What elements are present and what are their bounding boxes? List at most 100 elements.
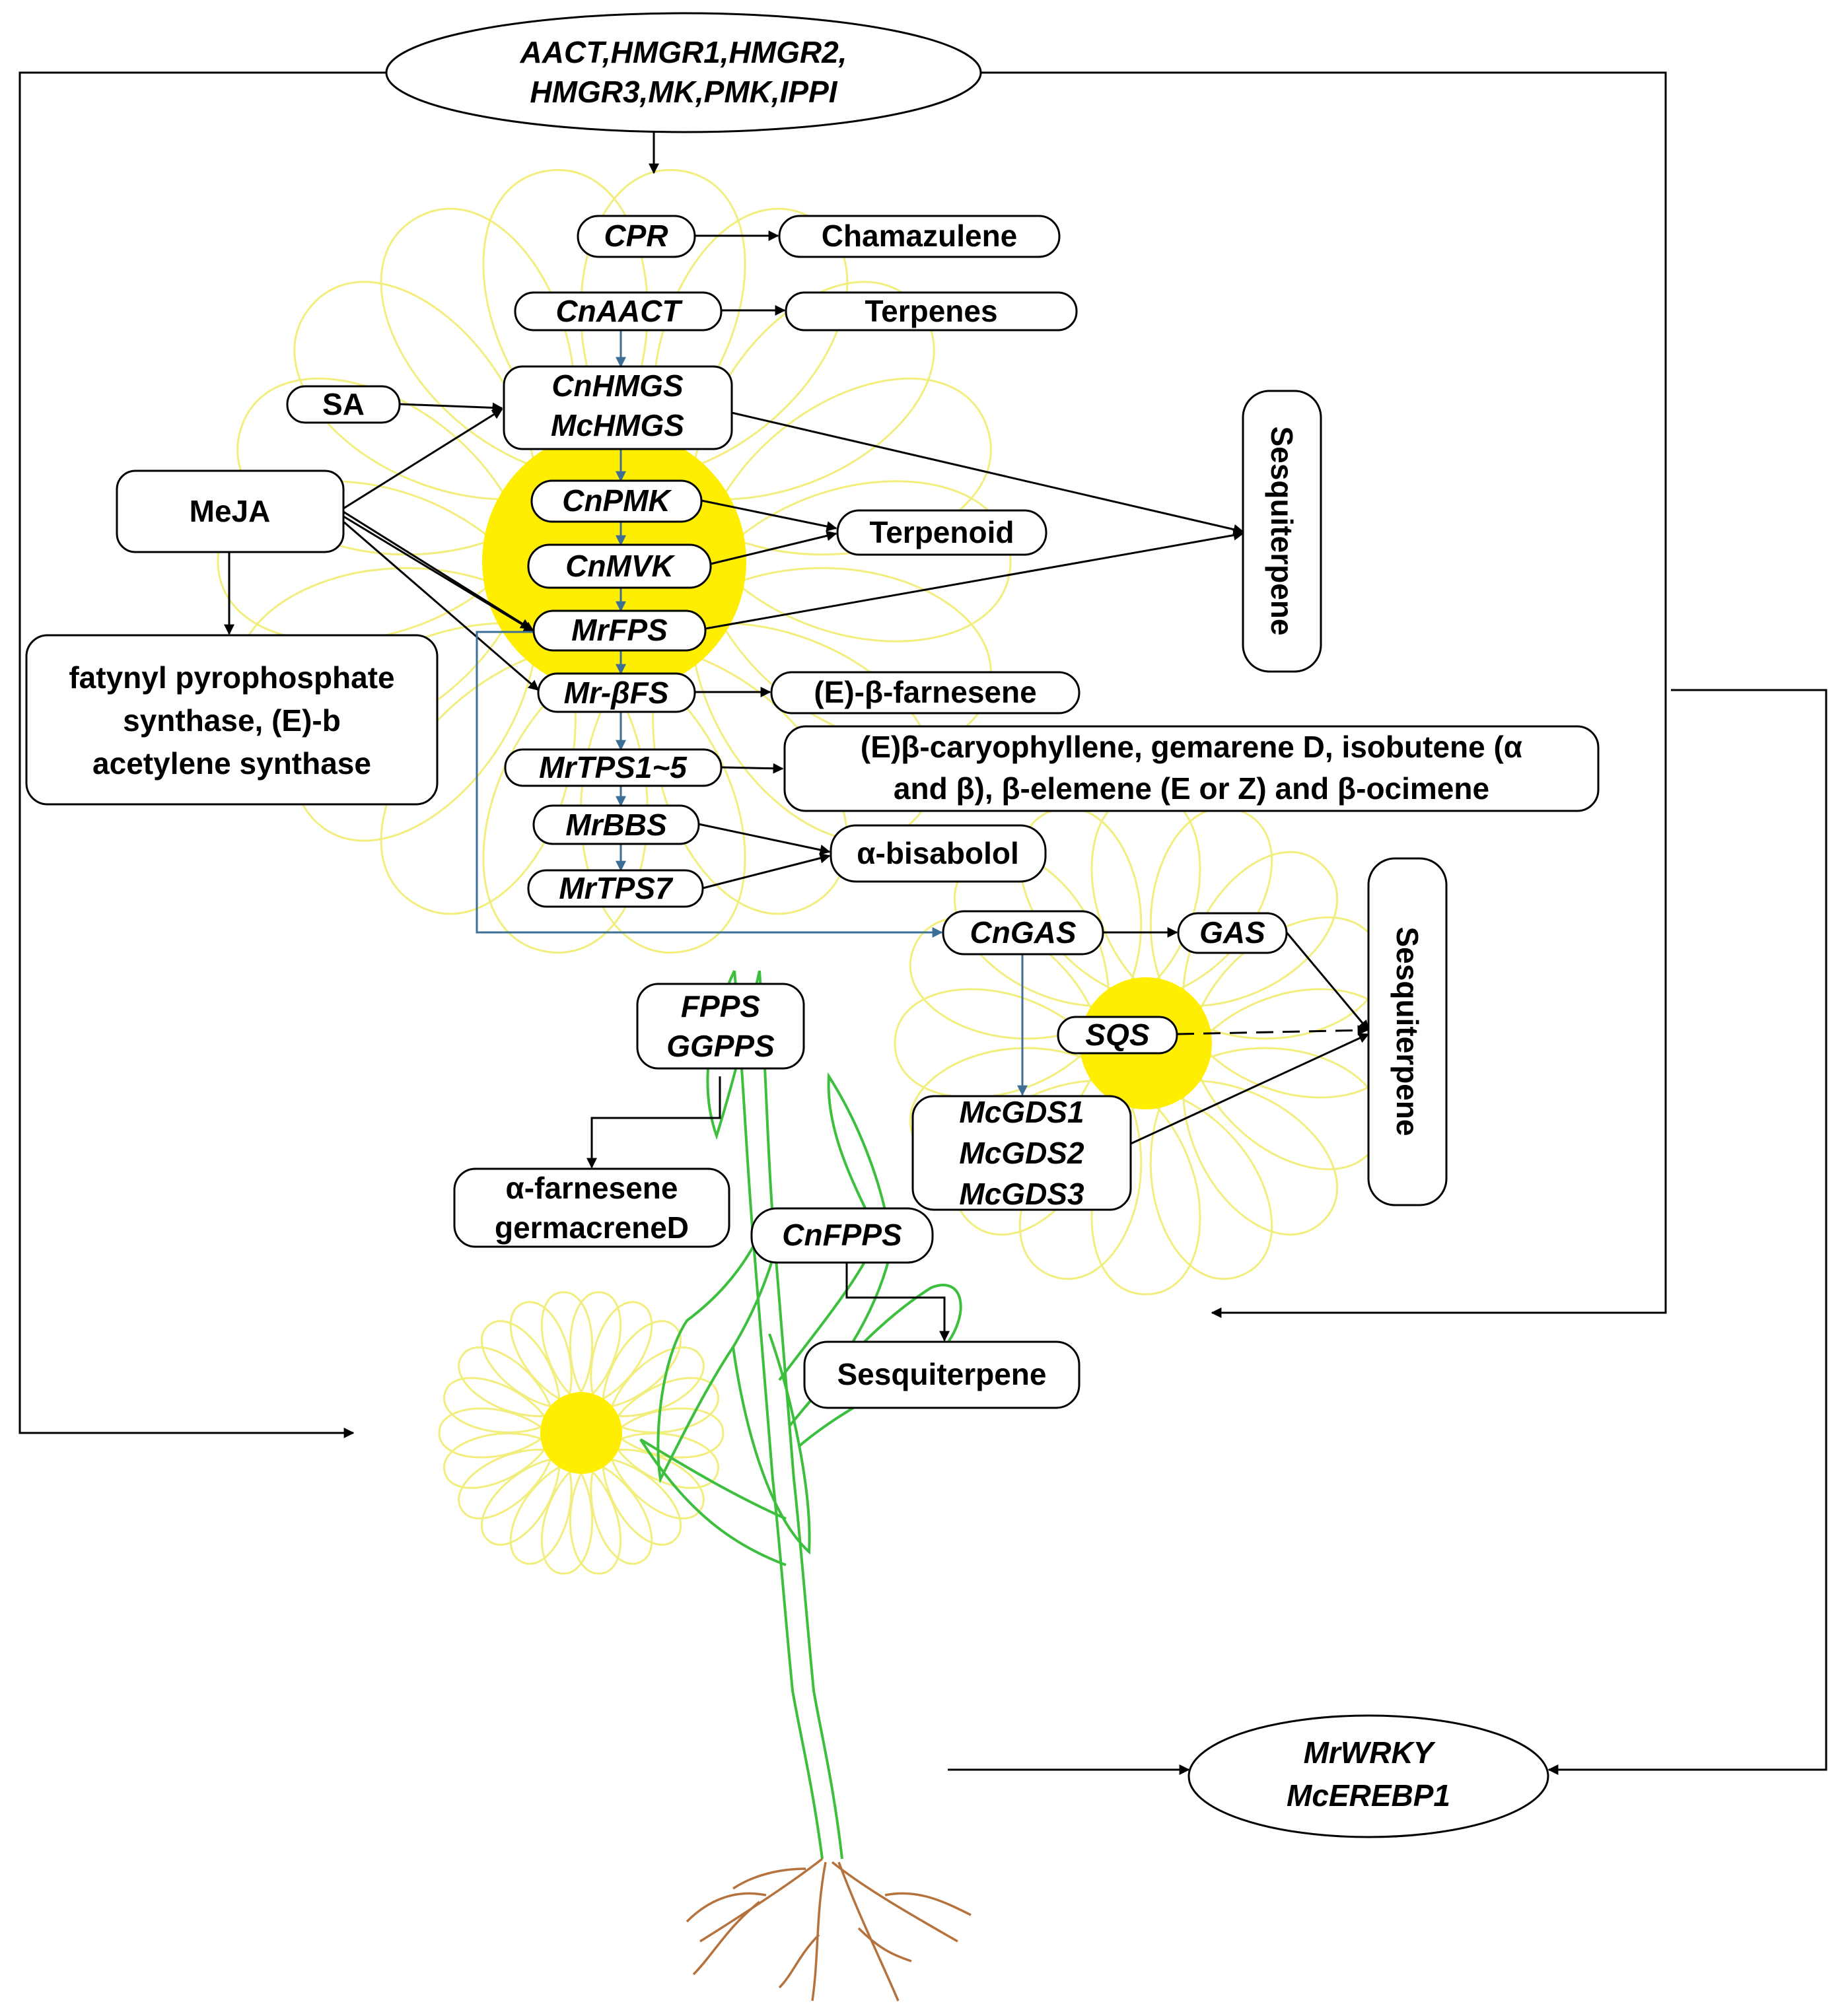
right-flower-petal xyxy=(894,988,1094,1099)
mcgds-box xyxy=(911,1095,1132,1211)
main-flower-petal xyxy=(689,622,935,842)
main-flower-petal xyxy=(580,658,746,954)
e-b-farnesene-box xyxy=(770,671,1080,714)
mrfps-box xyxy=(532,609,707,652)
mrbbs-label: MrBBS xyxy=(565,808,667,842)
meja-to-fps-arrow-2 xyxy=(343,515,535,633)
mrtps7-label: MrTPS7 xyxy=(559,871,674,905)
main-flower-petal xyxy=(482,168,649,465)
farnesene-germacrene-node[interactable]: α-farnesene germacreneD xyxy=(453,1167,730,1248)
e-b-farnesene-node[interactable]: (E)-β-farnesene xyxy=(770,671,1080,714)
mrbbs-box xyxy=(532,804,700,845)
sa-label: SA xyxy=(322,387,365,421)
main-flower-petal xyxy=(293,281,540,501)
terpenoid-box xyxy=(836,509,1047,556)
sesquiterpene-bottom-box xyxy=(803,1340,1080,1409)
regulator-ellipse xyxy=(385,12,982,133)
bottom-flower-petal xyxy=(480,1457,561,1546)
cnaact-node[interactable]: CnAACT xyxy=(514,291,723,331)
terpenes-box xyxy=(785,291,1078,331)
bottom-flower-petal xyxy=(608,1449,705,1519)
fatynyl-line-2: synthase, (E)-b xyxy=(123,703,341,738)
mcgds-node[interactable]: McGDS1 McGDS2 McGDS3 xyxy=(911,1095,1132,1211)
cnfpps-node[interactable]: CnFPPS xyxy=(750,1207,934,1264)
cnpmk-node[interactable]: CnPMK xyxy=(530,479,703,523)
regulator-genes-node[interactable]: AACT,HMGR1,HMGR2, HMGR3,MK,PMK,IPPI xyxy=(385,12,982,133)
cngas-node[interactable]: CnGAS xyxy=(942,910,1104,956)
left-leaf xyxy=(656,1234,775,1484)
mcgds2-label: McGDS2 xyxy=(959,1136,1084,1170)
sesquiterpene-top-box xyxy=(1242,390,1322,673)
main-flower-petal xyxy=(706,377,992,556)
regulator-line-2: HMGR3,MK,PMK,IPPI xyxy=(530,75,837,109)
hmgs-box xyxy=(503,365,733,450)
bottom-flower-petal xyxy=(602,1320,682,1409)
mvk-to-terpenoid-arrow xyxy=(710,530,837,565)
bottom-flower-petal xyxy=(443,1432,551,1489)
regulator-line-1: AACT,HMGR1,HMGR2, xyxy=(520,35,847,69)
mrbbs-node[interactable]: MrBBS xyxy=(532,804,700,845)
mcerebp1-label: McEREBP1 xyxy=(1287,1778,1450,1813)
mrfps-node[interactable]: MrFPS xyxy=(532,609,707,652)
cnpmk-label: CnPMK xyxy=(562,483,672,518)
cngas-box xyxy=(942,910,1104,956)
bottom-flower-petal xyxy=(602,1457,682,1546)
regulator-to-right-flower-arrow xyxy=(981,71,1667,1318)
meja-to-hmgs-arrow xyxy=(343,408,503,510)
wrky-node[interactable]: MrWRKY McEREBP1 xyxy=(1187,1714,1549,1838)
meja-node[interactable]: MeJA xyxy=(116,469,345,553)
cnmvk-label: CnMVK xyxy=(565,549,675,583)
fatynyl-node[interactable]: fatynyl pyrophosphate synthase, (E)-b ac… xyxy=(25,634,439,806)
sesquiterpene-right-box xyxy=(1367,857,1448,1206)
gas-label: GAS xyxy=(1199,915,1265,950)
mrfps-label: MrFPS xyxy=(571,613,668,647)
caryophyllene-line-2: and β), β-elemene (E or Z) and β-ocimene xyxy=(894,771,1489,806)
mrwrky-label: MrWRKY xyxy=(1304,1735,1436,1770)
cnpmk-box xyxy=(530,479,703,523)
bisabolol-node[interactable]: α-bisabolol xyxy=(830,824,1047,883)
gas-box xyxy=(1177,912,1288,954)
mchmgs-label: McHMGS xyxy=(551,408,684,442)
fatynyl-box xyxy=(25,634,439,806)
mr-bfs-node[interactable]: Mr-βFS xyxy=(537,672,696,713)
sqs-label: SQS xyxy=(1085,1018,1149,1052)
meja-label: MeJA xyxy=(190,494,271,528)
cnfpps-box xyxy=(750,1207,934,1264)
gas-node[interactable]: GAS xyxy=(1177,912,1288,954)
chamazulene-node[interactable]: Chamazulene xyxy=(778,215,1061,258)
right-flower-petal xyxy=(1149,806,1273,996)
bottom-flower-petal xyxy=(438,1407,549,1459)
bottom-flower-core xyxy=(540,1392,622,1474)
mrtps1-5-node[interactable]: MrTPS1~5 xyxy=(504,748,723,787)
farnesene-germacrene-box xyxy=(453,1167,730,1248)
lower-left-leaf xyxy=(732,1333,811,1555)
mrtps1-5-label: MrTPS1~5 xyxy=(539,750,688,784)
gas-to-sesquiterpene-arrow xyxy=(1285,932,1370,1031)
root-system xyxy=(686,1858,972,2001)
meja-to-bfs-arrow xyxy=(343,520,540,691)
sesquiterpene-top-node[interactable]: Sesquiterpene xyxy=(1242,390,1322,673)
branch-leaf xyxy=(639,1438,787,1566)
bottom-flower-petal xyxy=(540,1465,594,1575)
cnmvk-box xyxy=(527,543,712,589)
fatynyl-line-3: acetylene synthase xyxy=(92,746,371,781)
sqs-node[interactable]: SQS xyxy=(1057,1016,1178,1055)
sesquiterpene-bottom-node[interactable]: Sesquiterpene xyxy=(803,1340,1080,1409)
terpenoid-node[interactable]: Terpenoid xyxy=(836,509,1047,556)
sa-node[interactable]: SA xyxy=(286,385,401,424)
cnfpps-to-sesquiterpene-arrow xyxy=(845,1263,950,1342)
terpenes-node[interactable]: Terpenes xyxy=(785,291,1078,331)
caryophyllene-node[interactable]: (E)β-caryophyllene, gemarene D, isobuten… xyxy=(783,725,1600,812)
mrtps7-node[interactable]: MrTPS7 xyxy=(527,869,704,908)
cnmvk-node[interactable]: CnMVK xyxy=(527,543,712,589)
main-flower-petal xyxy=(712,480,1012,643)
hmgs-node[interactable]: CnHMGS McHMGS xyxy=(503,365,733,450)
fpps-node[interactable]: FPPS GGPPS xyxy=(636,983,805,1070)
sesquiterpene-right-node[interactable]: Sesquiterpene xyxy=(1367,857,1448,1206)
bottom-flower-petal xyxy=(569,1465,622,1575)
mrtps7-box xyxy=(527,869,704,908)
wrky-ellipse xyxy=(1187,1714,1549,1838)
bottom-flower-petal xyxy=(612,1432,719,1489)
cpr-node[interactable]: CPR xyxy=(577,215,696,258)
